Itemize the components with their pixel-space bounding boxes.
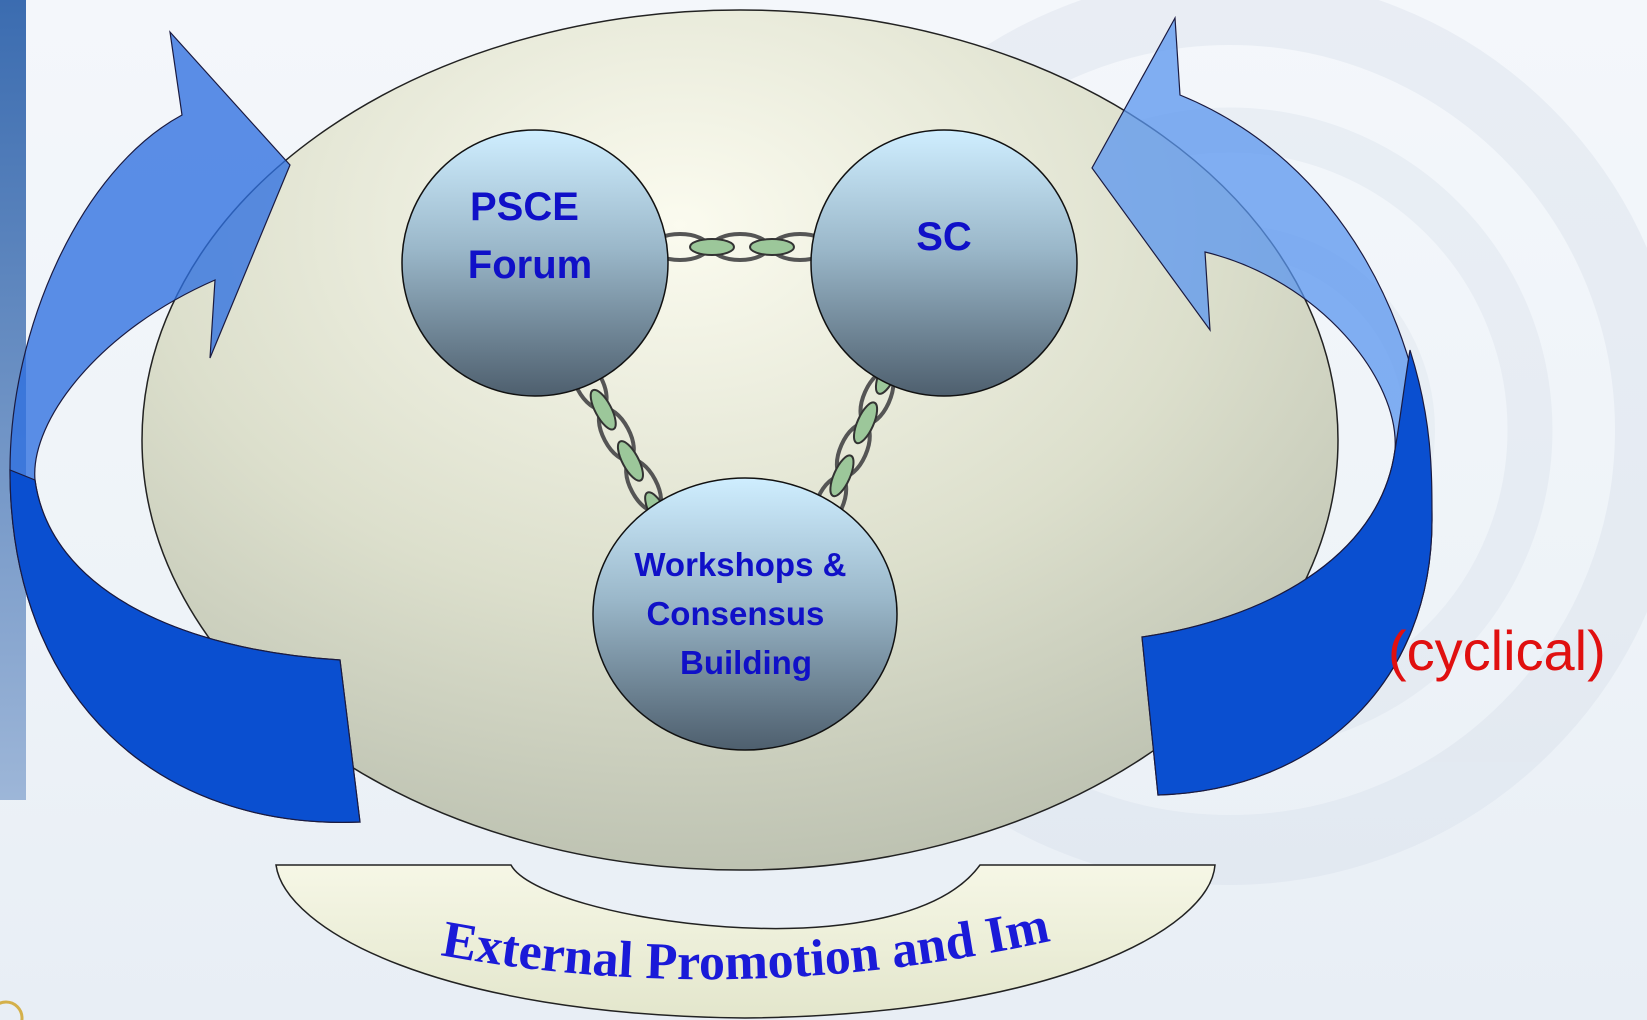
node-workshops: Workshops & Consensus Building (592, 477, 898, 751)
corner-emblem (0, 1000, 24, 1020)
base-platform (275, 864, 1216, 1019)
svg-text:Workshops & Consensus: Workshops & Consensus Building (634, 546, 855, 681)
node-sc: SC (810, 129, 1078, 397)
workshops-line-2: Consensus (646, 595, 824, 632)
svg-text:SC: SC (916, 215, 972, 259)
cyclical-label: (cyclical) (1388, 619, 1606, 682)
left-cycle-arrow-shade (9, 469, 361, 823)
psce-line-1: PSCE (470, 185, 579, 229)
right-cycle-arrow-shade (1141, 349, 1433, 796)
psce-line-2: Forum (468, 243, 592, 287)
workshops-line-1: Workshops & (634, 546, 846, 583)
sc-line-1: SC (916, 215, 972, 259)
node-psce-forum: PSCE Forum (401, 129, 669, 397)
workshops-line-3: Building (680, 644, 812, 681)
svg-text:PSCE Forum: PSCE Forum (468, 185, 592, 287)
